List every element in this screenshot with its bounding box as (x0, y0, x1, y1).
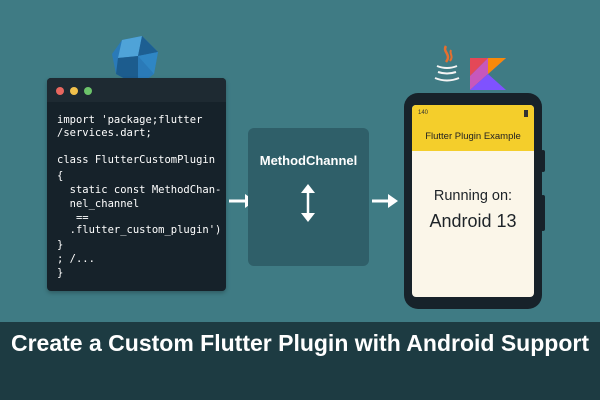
status-time: 140 (418, 110, 429, 116)
code-line: import 'package;flutter (57, 114, 203, 126)
code-line: { (57, 170, 64, 182)
method-channel-box: MethodChannel (248, 128, 369, 266)
up-down-arrow-icon (301, 184, 315, 222)
code-line: nel_channel (57, 198, 140, 210)
code-window: import 'package;flutter /services.dart; … (47, 78, 226, 291)
phone-side-button (541, 195, 545, 231)
phone-mockup: 140 Flutter Plugin Example Running on: A… (404, 93, 542, 309)
maximize-dot-icon (84, 87, 92, 95)
kotlin-logo-icon (470, 58, 506, 90)
platform-version-label: Android 13 (429, 211, 517, 231)
code-line: /services.dart; (57, 127, 152, 139)
method-channel-label: MethodChannel (259, 153, 358, 168)
code-line: } (57, 267, 64, 279)
code-line: .flutter_custom_plugin') (57, 224, 222, 236)
code-window-titlebar (47, 78, 226, 102)
app-bar: 140 Flutter Plugin Example (412, 105, 534, 151)
code-line: ; /... (57, 253, 95, 265)
java-logo-icon (434, 45, 460, 82)
code-line: } (57, 239, 64, 251)
code-line: == (57, 212, 89, 224)
phone-screen: 140 Flutter Plugin Example Running on: A… (412, 105, 534, 297)
dart-logo-icon (112, 36, 158, 86)
code-line: static const MethodChan- (57, 184, 222, 196)
battery-icon (524, 110, 528, 117)
banner-title: Create a Custom Flutter Plugin with Andr… (11, 330, 589, 356)
close-dot-icon (56, 87, 64, 95)
minimize-dot-icon (70, 87, 78, 95)
running-on-label: Running on: (433, 188, 513, 204)
arrow-right-icon (372, 194, 398, 208)
phone-side-button (541, 150, 545, 172)
code-line: class FlutterCustomPlugin (57, 154, 216, 166)
title-banner: Create a Custom Flutter Plugin with Andr… (0, 322, 600, 400)
app-bar-title: Flutter Plugin Example (425, 131, 521, 142)
